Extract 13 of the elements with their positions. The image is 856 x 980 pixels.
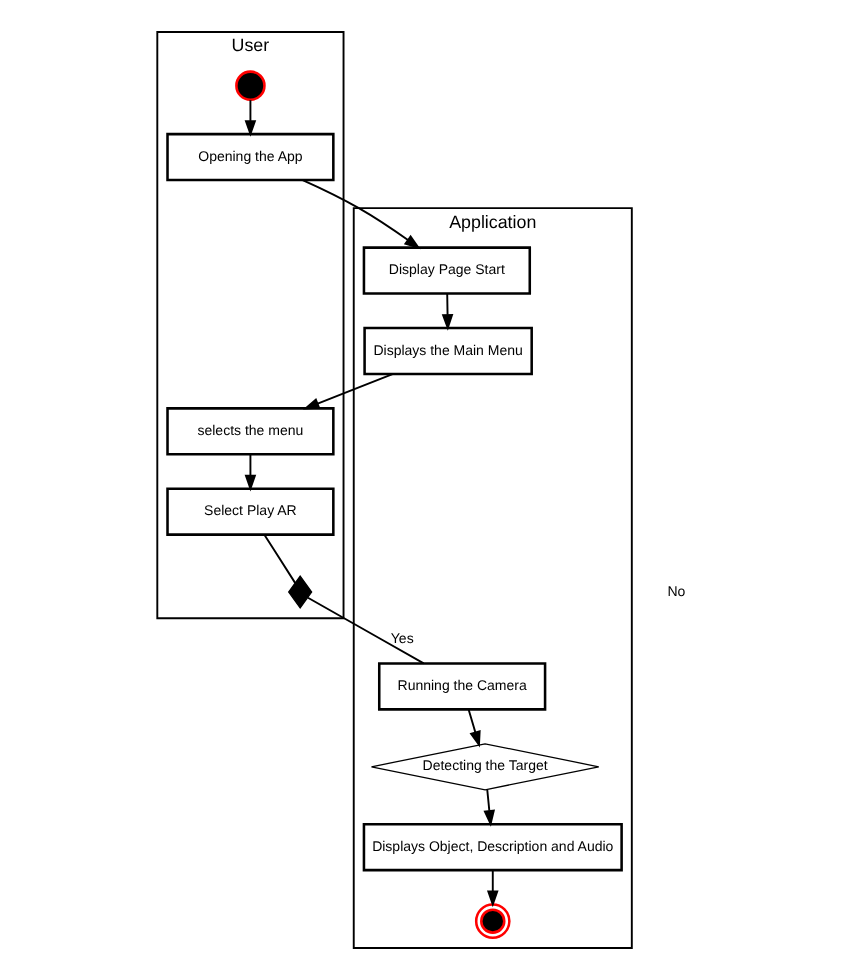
arrow: [485, 869, 498, 908]
arrow: [466, 708, 480, 748]
arrow: [243, 453, 256, 492]
node-circle: [473, 903, 510, 939]
node-diamond: [286, 575, 312, 610]
arrow: [440, 293, 453, 331]
arrow: [482, 788, 495, 827]
connector: [306, 596, 424, 665]
arrow: [300, 179, 420, 250]
arrow: [243, 99, 256, 137]
node-circle: [234, 70, 265, 101]
arrow: [301, 373, 393, 410]
connector: [262, 534, 296, 584]
